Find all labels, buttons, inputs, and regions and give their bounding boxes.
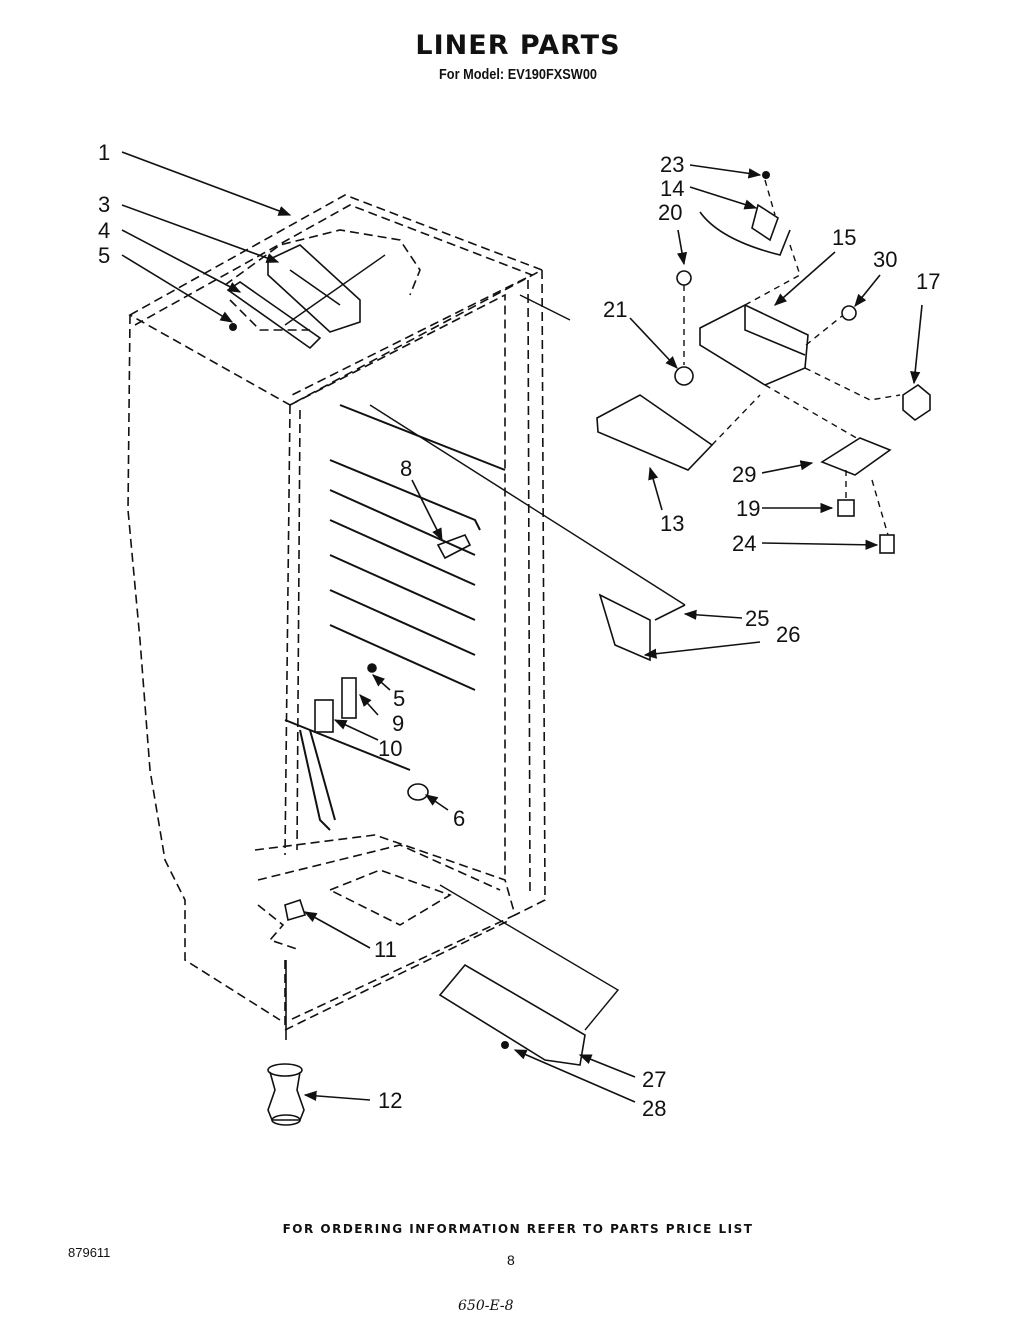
cabinet-liner bbox=[127, 194, 546, 1032]
part-3-bracket bbox=[267, 244, 361, 333]
part-30-grommet bbox=[841, 305, 857, 321]
callout-1: 1 bbox=[98, 140, 110, 165]
part-9-10-hinge bbox=[314, 663, 377, 733]
callout-28: 28 bbox=[642, 1096, 666, 1121]
callout-6: 6 bbox=[453, 806, 465, 831]
part-28-screw bbox=[501, 1041, 509, 1049]
callout-25: 25 bbox=[745, 606, 769, 631]
callout-30: 30 bbox=[873, 247, 897, 272]
handwritten-note: 650-E-8 bbox=[458, 1298, 514, 1314]
part-6-plug bbox=[407, 783, 429, 801]
model-subtitle: For Model: EV190FXSW00 bbox=[439, 66, 597, 83]
part-20-lamp bbox=[676, 270, 692, 286]
callout-23: 23 bbox=[660, 152, 684, 177]
callout-4: 4 bbox=[98, 218, 110, 243]
part-14-thermostat bbox=[699, 203, 791, 256]
callout-15: 15 bbox=[832, 225, 856, 250]
part-5-screw-top bbox=[229, 323, 237, 331]
part-24-overload bbox=[879, 534, 895, 554]
part-17-switch bbox=[902, 384, 931, 421]
leader-arrows bbox=[121, 151, 923, 1103]
callout-12: 12 bbox=[378, 1088, 402, 1113]
part-21-socket bbox=[674, 366, 694, 386]
ordering-note: FOR ORDERING INFORMATION REFER TO PARTS … bbox=[282, 1222, 754, 1236]
part-19-relay bbox=[837, 499, 855, 517]
callout-24: 24 bbox=[732, 531, 756, 556]
part-12-foot bbox=[267, 1063, 305, 1126]
callout-labels: 1 3 4 5 8 5 9 10 6 11 12 23 14 20 15 30 … bbox=[98, 140, 940, 1121]
callout-11: 11 bbox=[374, 937, 397, 962]
part-23-screw bbox=[762, 171, 770, 179]
part-15-control-box bbox=[699, 304, 809, 386]
callout-8: 8 bbox=[400, 456, 412, 481]
callout-5-hinge: 5 bbox=[393, 686, 405, 711]
part-13-light-shield bbox=[596, 394, 714, 471]
callout-27: 27 bbox=[642, 1067, 666, 1092]
callout-14: 14 bbox=[660, 176, 684, 201]
part-4-channel bbox=[226, 281, 322, 350]
callout-20: 20 bbox=[658, 200, 682, 225]
callout-29: 29 bbox=[732, 462, 756, 487]
callout-26: 26 bbox=[776, 622, 800, 647]
callout-19: 19 bbox=[736, 496, 760, 521]
part-27-drain-trough bbox=[438, 963, 586, 1066]
callout-5-top: 5 bbox=[98, 243, 110, 268]
callout-21: 21 bbox=[603, 297, 627, 322]
callout-17: 17 bbox=[916, 269, 940, 294]
callout-9: 9 bbox=[392, 711, 404, 736]
document-number: 879611 bbox=[68, 1245, 111, 1260]
part-25-26-sensor-cover bbox=[598, 593, 686, 662]
connector-lines bbox=[683, 179, 901, 536]
projection-lines bbox=[284, 254, 686, 1031]
callout-3: 3 bbox=[98, 192, 110, 217]
callout-10: 10 bbox=[378, 736, 402, 761]
part-11-leveler bbox=[284, 898, 307, 1040]
page-number: 8 bbox=[507, 1252, 515, 1268]
page-title: LINER PARTS bbox=[415, 30, 621, 61]
shelf-ribs bbox=[284, 404, 506, 831]
part-8-clip bbox=[436, 534, 472, 560]
callout-13: 13 bbox=[660, 511, 684, 536]
part-29-plate bbox=[820, 437, 892, 476]
